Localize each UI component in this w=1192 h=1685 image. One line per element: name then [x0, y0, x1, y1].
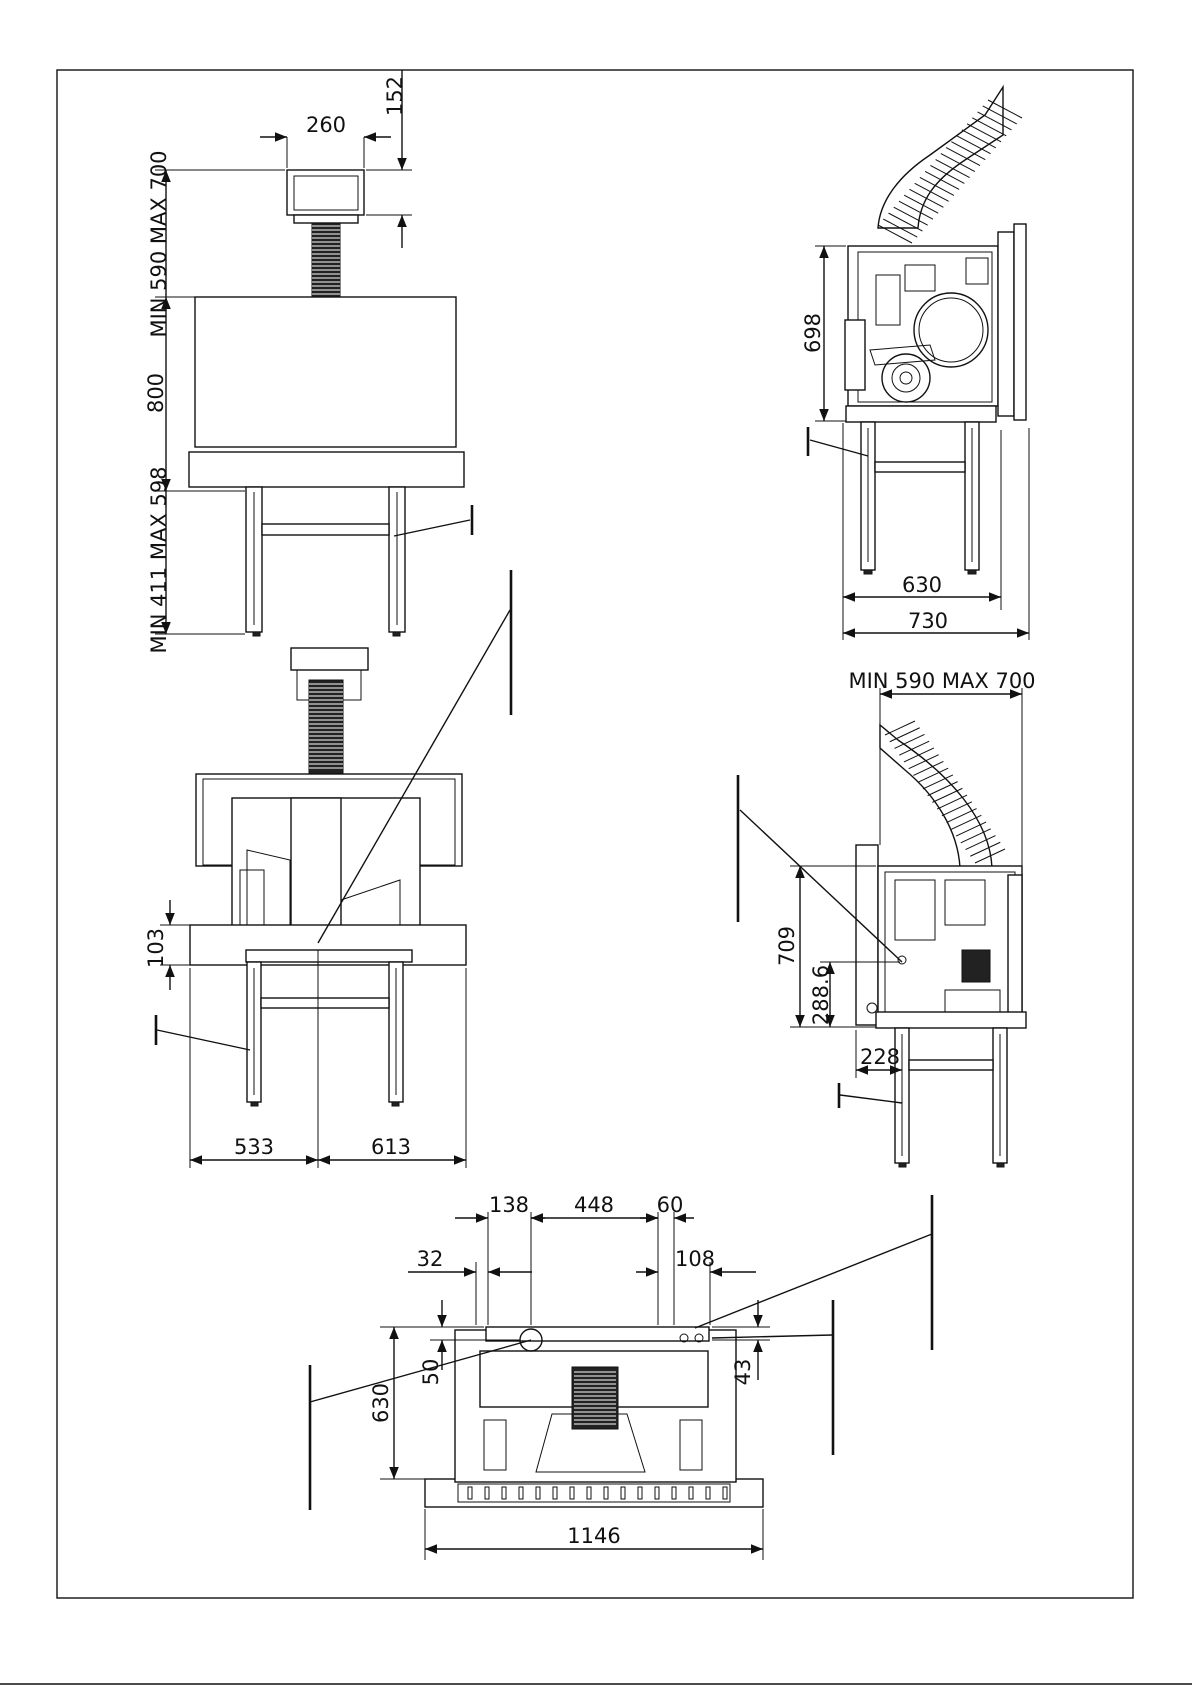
dim-column-range-2: MIN 590 MAX 700: [848, 669, 1035, 693]
front-view: 260 152 MIN 590 MAX 700 800 MIN 411 MAX …: [144, 70, 472, 654]
dim-103: 103: [144, 928, 168, 968]
dim-630-top: 630: [369, 1383, 393, 1423]
dim-1146: 1146: [567, 1524, 620, 1548]
dim-630-side: 630: [902, 573, 942, 597]
dim-260: 260: [306, 113, 346, 137]
dim-50: 50: [419, 1359, 443, 1386]
dim-43: 43: [731, 1359, 755, 1386]
dim-709: 709: [775, 926, 799, 966]
side-view: 698 630 730: [801, 87, 1029, 640]
side-view-2: MIN 590 MAX 700 709 288.6 228: [738, 669, 1036, 1167]
dim-533: 533: [234, 1135, 274, 1159]
rear-view: 103 533 613: [144, 570, 511, 1168]
dim-32: 32: [417, 1247, 444, 1271]
dim-column-range: MIN 590 MAX 700: [147, 150, 171, 337]
dim-228: 228: [860, 1045, 900, 1069]
dim-448: 448: [574, 1193, 614, 1217]
dim-108: 108: [675, 1247, 715, 1271]
dim-leg-range: MIN 411 MAX 598: [147, 466, 171, 653]
dim-730: 730: [908, 609, 948, 633]
dim-138: 138: [489, 1193, 529, 1217]
dim-60: 60: [657, 1193, 684, 1217]
top-view: 138 448 60 32 108 50 43 630 11: [310, 1193, 932, 1560]
dim-152: 152: [383, 76, 407, 116]
dim-288-6: 288.6: [809, 965, 833, 1025]
dim-800: 800: [144, 373, 168, 413]
dim-613: 613: [371, 1135, 411, 1159]
dim-698: 698: [801, 313, 825, 353]
